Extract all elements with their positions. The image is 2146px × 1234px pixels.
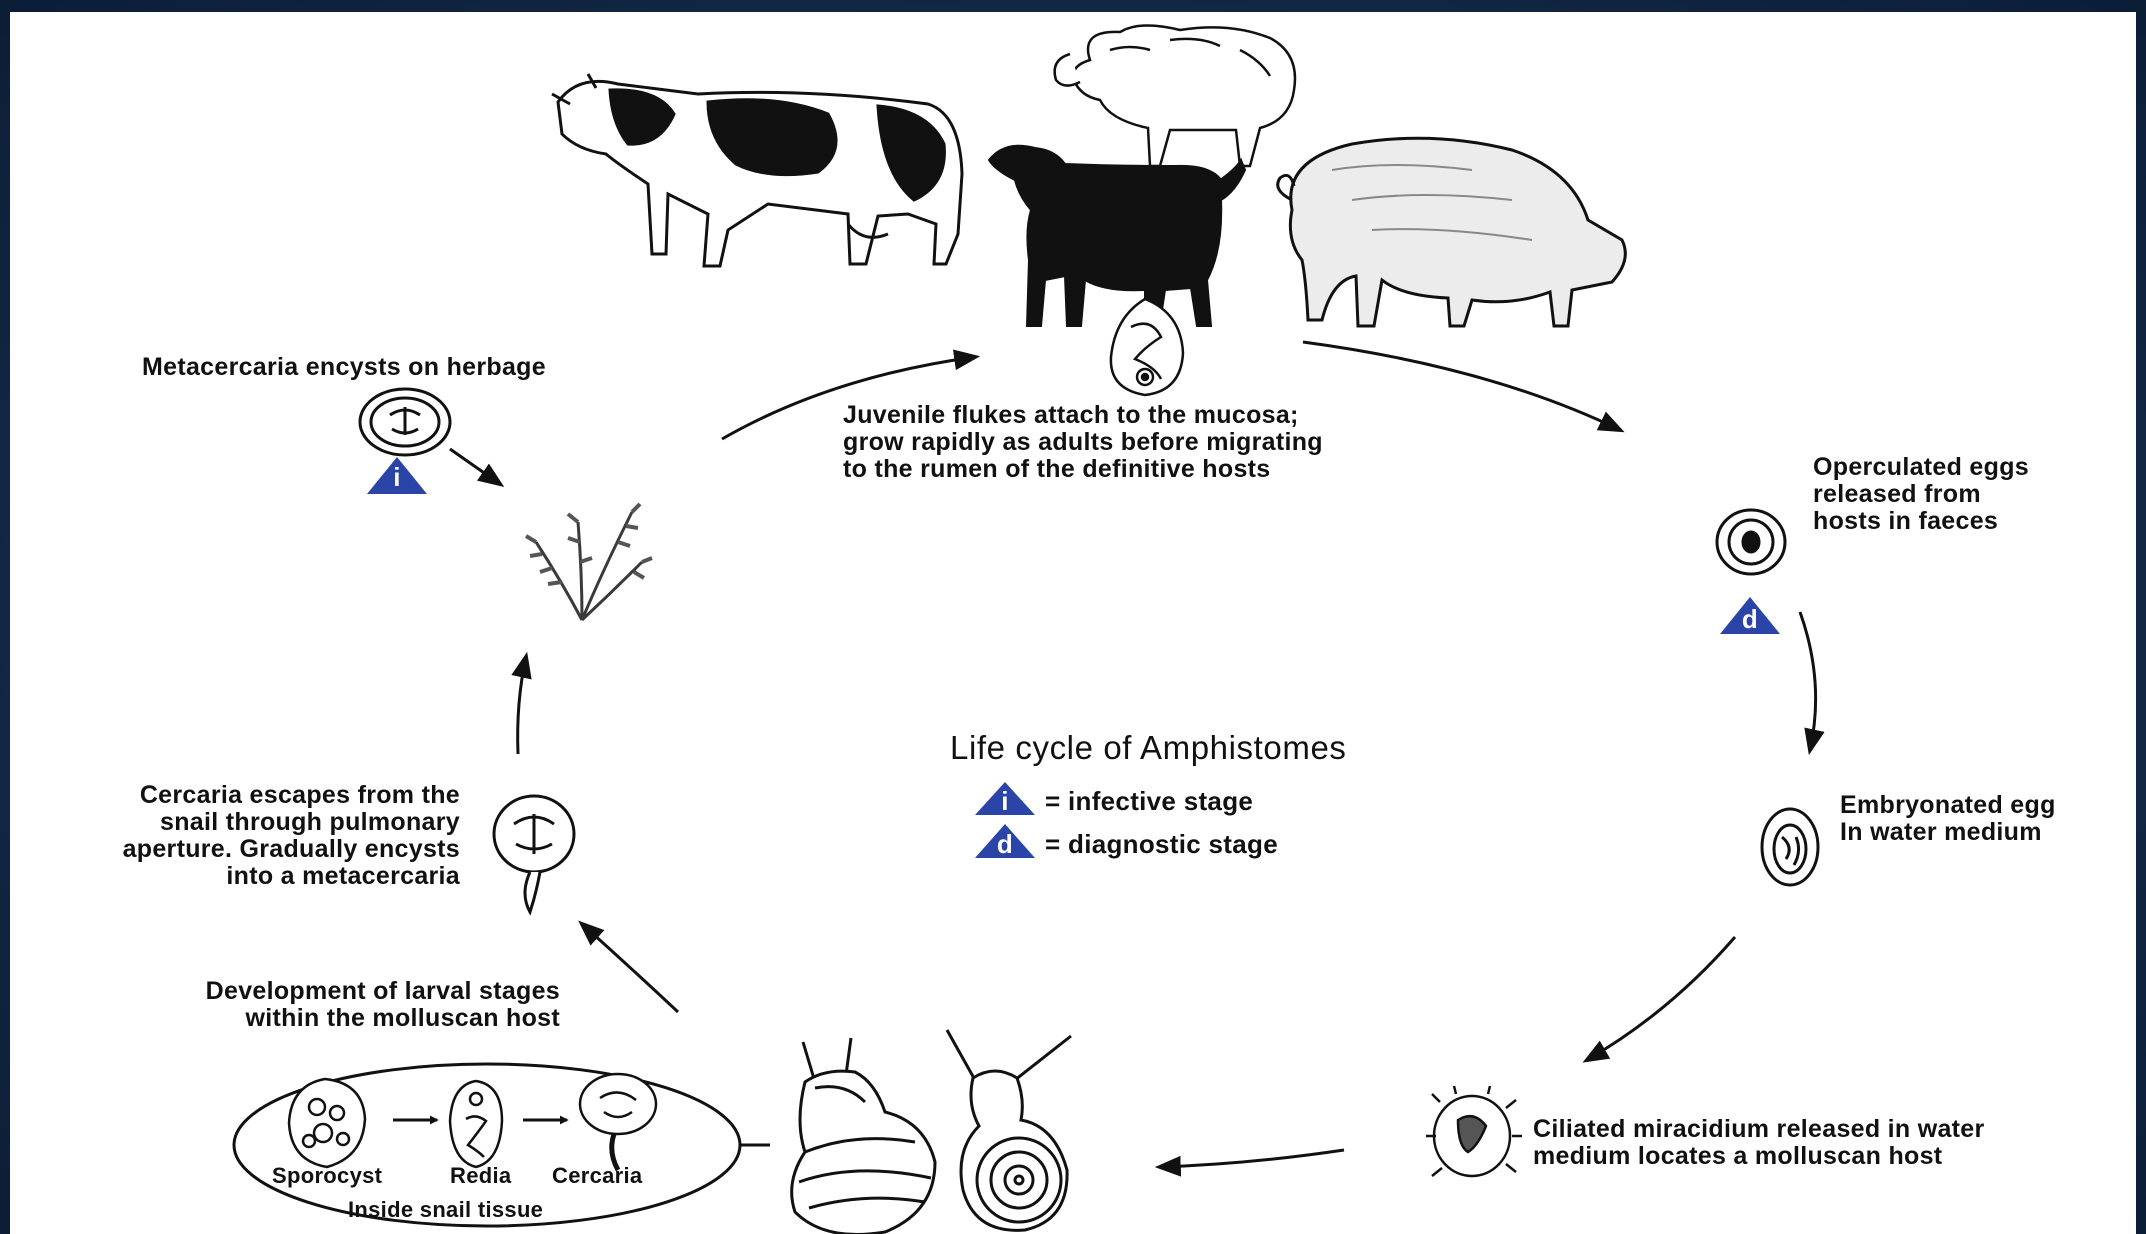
legend-diagnostic-text: = diagnostic stage [1045, 831, 1278, 858]
goat-illustration [989, 146, 1245, 330]
caption-cercaria-line4: into a metacercaria [10, 863, 460, 890]
snail-illustration-right [947, 1030, 1071, 1230]
caption-larval-line2: within the molluscan host [70, 1005, 560, 1032]
redia-illustration [450, 1081, 502, 1167]
herbage-illustration [526, 504, 652, 620]
label-inside-snail-tissue: Inside snail tissue [348, 1196, 543, 1223]
caption-operculated-eggs: Operculated eggs released from hosts in … [1813, 454, 2029, 535]
diagnostic-badge-letter: d [1720, 606, 1780, 633]
caption-cercaria-line2: snail through pulmonary [10, 809, 460, 836]
arrow-snail-to-cercaria [582, 924, 678, 1012]
legend-infective-text: = infective stage [1045, 788, 1253, 815]
legend-letter-infective: i [975, 788, 1035, 815]
label-redia: Redia [450, 1162, 511, 1189]
cow-illustration [552, 74, 962, 266]
life-cycle-artwork [10, 12, 2136, 1234]
arrow-hosts-to-eggs [1303, 342, 1620, 430]
caption-embryonated-line1: Embryonated egg [1840, 792, 2056, 819]
snail-illustration-left [792, 1038, 935, 1234]
miracidium-illustration [1426, 1086, 1522, 1176]
caption-eggs-line3: hosts in faeces [1813, 508, 2029, 535]
diagram-panel: i d i d Life cycle of Amphistomes = infe… [10, 12, 2136, 1234]
caption-juvenile-line3: to the rumen of the definitive hosts [843, 456, 1323, 483]
metacercaria-cyst-illustration [360, 389, 450, 455]
caption-eggs-line2: released from [1813, 481, 2029, 508]
caption-juvenile-line2: grow rapidly as adults before migrating [843, 429, 1323, 456]
caption-miracidium-line2: medium locates a molluscan host [1533, 1143, 1985, 1170]
arrow-eggs-to-embryonated [1800, 612, 1816, 750]
caption-cercaria-line3: aperture. Gradually encysts [10, 836, 460, 863]
label-sporocyst: Sporocyst [272, 1162, 382, 1189]
caption-miracidium: Ciliated miracidium released in water me… [1533, 1116, 1985, 1170]
arrow-cyst-to-herbage [450, 449, 500, 484]
sheep-illustration [1055, 25, 1295, 166]
pig-illustration [1278, 138, 1626, 326]
caption-metacercaria: Metacercaria encysts on herbage [142, 354, 546, 381]
arrow-embryonated-to-miracidium [1587, 937, 1735, 1060]
arrow-miracidium-to-snail [1160, 1150, 1344, 1167]
embryonated-egg-illustration [1762, 809, 1818, 885]
caption-juvenile-line1: Juvenile flukes attach to the mucosa; [843, 402, 1323, 429]
caption-larval-line1: Development of larval stages [70, 978, 560, 1005]
caption-cercaria-escapes: Cercaria escapes from the snail through … [10, 782, 460, 890]
caption-larval-development: Development of larval stages within the … [70, 978, 560, 1032]
caption-juvenile-flukes: Juvenile flukes attach to the mucosa; gr… [843, 402, 1323, 483]
cercaria-small-illustration [580, 1074, 656, 1170]
caption-embryonated-line2: In water medium [1840, 819, 2056, 846]
label-cercaria: Cercaria [552, 1162, 642, 1189]
adult-fluke-illustration [1111, 299, 1183, 395]
cercaria-illustration [494, 796, 574, 912]
caption-miracidium-line1: Ciliated miracidium released in water [1533, 1116, 1985, 1143]
legend-letter-diagnostic: d [975, 831, 1035, 858]
caption-cercaria-line1: Cercaria escapes from the [10, 782, 460, 809]
arrow-cercaria-to-herbage [518, 657, 526, 754]
infective-badge-letter: i [367, 464, 427, 491]
caption-embryonated-egg: Embryonated egg In water medium [1840, 792, 2056, 846]
caption-eggs-line1: Operculated eggs [1813, 454, 2029, 481]
diagram-title: Life cycle of Amphistomes [950, 734, 1347, 761]
sporocyst-illustration [289, 1079, 365, 1167]
operculated-egg-illustration [1717, 510, 1785, 574]
